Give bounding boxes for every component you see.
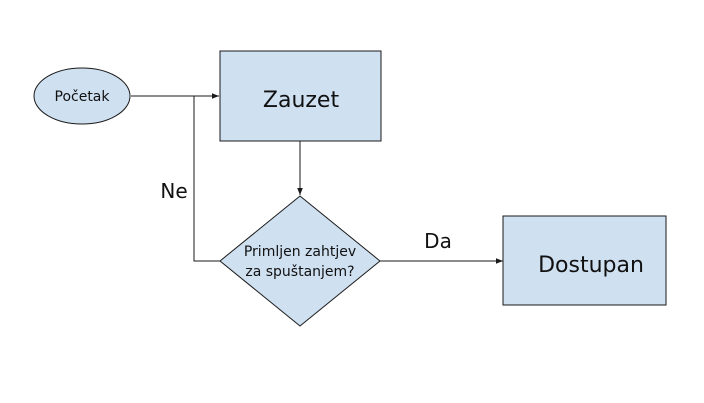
busy-node-label: Zauzet bbox=[263, 88, 340, 113]
available-node bbox=[502, 215, 667, 306]
start-node-label: Početak bbox=[55, 89, 111, 105]
edge-label-yes: Da bbox=[424, 229, 452, 253]
edge-label-no: Ne bbox=[160, 179, 187, 203]
busy-node bbox=[219, 50, 382, 142]
available-node-label: Dostupan bbox=[538, 253, 644, 278]
decision-node bbox=[219, 195, 381, 327]
edge-decision-no-loop bbox=[193, 96, 220, 262]
decision-node-label-line2: za spuštanjem? bbox=[245, 264, 354, 280]
start-node bbox=[33, 67, 131, 125]
decision-node-label-line1: Primljen zahtjev bbox=[244, 244, 356, 260]
